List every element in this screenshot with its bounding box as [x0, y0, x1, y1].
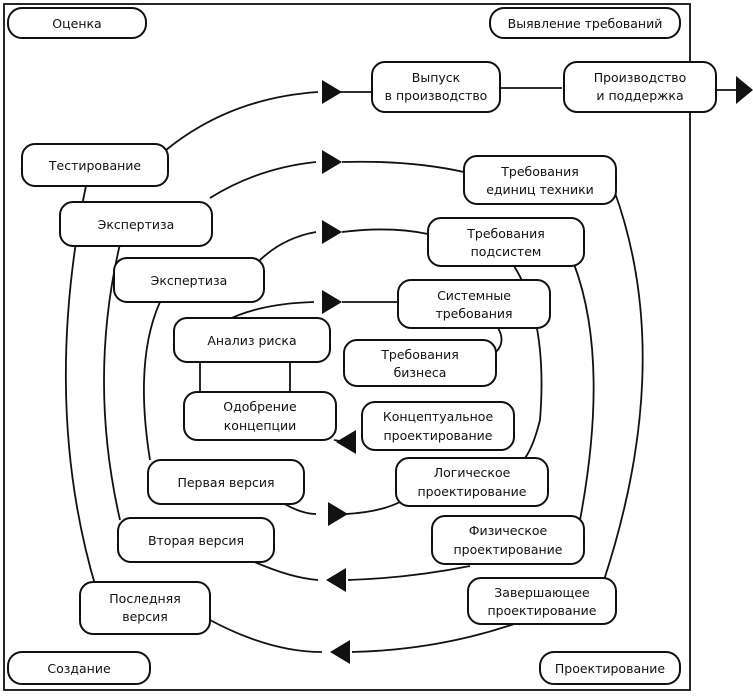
node-production: Производство и поддержка — [563, 61, 717, 113]
loop-2-top-right — [341, 228, 429, 235]
corner-top-left: Оценка — [7, 7, 147, 39]
node-business-requirements: Требования бизнеса — [343, 339, 497, 387]
arrow-loop-3-top — [322, 150, 342, 174]
node-system-requirements: Системные требования — [397, 279, 551, 329]
node-logical-design-line-1: Логическое — [434, 465, 511, 480]
node-concept-approval: Одобрение концепции — [183, 391, 337, 441]
loop-3-right — [573, 263, 595, 521]
node-testing: Тестирование — [21, 143, 169, 187]
loop-3-top — [209, 161, 317, 199]
node-conceptual-design-line-1: Концептуальное — [383, 409, 494, 424]
corner-bottom-left-label: Создание — [47, 661, 111, 676]
node-final-design-line-2: проектирование — [488, 603, 597, 618]
diagram-frame — [3, 3, 691, 691]
node-subsystem-requirements-line-2: подсистем — [471, 244, 542, 259]
node-logical-design: Логическое проектирование — [395, 457, 549, 507]
node-second-version: Вторая версия — [117, 517, 275, 563]
node-final-version: Последняя версия — [79, 581, 211, 635]
loop-4-right — [603, 189, 644, 581]
arrow-loop-3-bottom — [326, 568, 346, 592]
node-concept-approval-line-2: концепции — [224, 418, 297, 433]
node-release-line-2: в производство — [385, 88, 488, 103]
node-conceptual-design: Концептуальное проектирование — [361, 401, 515, 451]
node-testing-label: Тестирование — [48, 158, 142, 173]
node-production-line-2: и поддержка — [596, 88, 683, 103]
arrow-loop-1-top — [322, 290, 342, 314]
arrow-loop-1-bottom — [336, 430, 356, 454]
node-logical-design-line-2: проектирование — [418, 484, 527, 499]
node-review-outer: Экспертиза — [59, 201, 213, 247]
loop-2-bottom-right — [345, 501, 401, 515]
corner-top-right-label: Выявление требований — [508, 16, 663, 31]
loop-3-top-right — [341, 160, 465, 173]
arrow-exit-right — [736, 76, 753, 104]
corner-bottom-left: Создание — [7, 651, 151, 685]
node-physical-design: Физическое проектирование — [431, 515, 585, 565]
node-review-inner-label: Экспертиза — [151, 273, 228, 288]
arrow-loop-4-bottom — [330, 640, 350, 664]
node-production-line-1: Производство — [594, 70, 687, 85]
node-first-version: Первая версия — [147, 459, 305, 505]
node-final-design-line-1: Завершающее — [494, 585, 590, 600]
corner-top-right: Выявление требований — [489, 7, 681, 39]
loop-3-bottom — [249, 559, 319, 581]
arrowheads — [322, 76, 753, 664]
node-final-version-line-1: Последняя — [109, 591, 180, 606]
node-system-requirements-line-2: требования — [435, 306, 512, 321]
node-review-outer-label: Экспертиза — [98, 217, 175, 232]
node-subsystem-requirements-line-1: Требования — [466, 226, 544, 241]
corner-top-left-label: Оценка — [52, 16, 101, 31]
loop-4-bottom — [209, 619, 323, 653]
node-business-requirements-line-2: бизнеса — [394, 365, 447, 380]
corner-bottom-right-label: Проектирование — [555, 661, 666, 676]
node-risk-analysis: Анализ риска — [173, 317, 331, 363]
node-risk-analysis-label: Анализ риска — [207, 333, 296, 348]
arrow-loop-2-bottom — [328, 502, 348, 526]
node-second-version-label: Вторая версия — [148, 533, 244, 548]
node-unit-requirements: Требования единиц техники — [463, 155, 617, 205]
node-release-line-1: Выпуск — [412, 70, 461, 85]
loop-4-top — [165, 91, 319, 151]
loop-2-left — [143, 301, 161, 461]
node-review-inner: Экспертиза — [113, 257, 265, 303]
node-final-design: Завершающее проектирование — [467, 577, 617, 625]
node-conceptual-design-line-2: проектирование — [384, 428, 493, 443]
arrow-loop-4-top — [322, 80, 342, 104]
arrow-loop-2-top — [322, 220, 342, 244]
node-business-requirements-line-1: Требования — [380, 347, 458, 362]
corner-bottom-right: Проектирование — [539, 651, 681, 685]
node-release: Выпуск в производство — [371, 61, 501, 113]
loop-4-bottom-right — [351, 621, 521, 653]
node-physical-design-line-2: проектирование — [454, 542, 563, 557]
loop-2-top — [257, 231, 317, 263]
node-system-requirements-line-1: Системные — [437, 288, 511, 303]
node-physical-design-line-1: Физическое — [469, 523, 548, 538]
loop-3-bottom-right — [347, 565, 471, 581]
node-concept-approval-line-1: Одобрение — [223, 399, 297, 414]
node-subsystem-requirements: Требования подсистем — [427, 217, 585, 267]
loop-3-left — [103, 243, 121, 521]
node-unit-requirements-line-1: Требования — [500, 164, 578, 179]
node-first-version-label: Первая версия — [177, 475, 274, 490]
node-unit-requirements-line-2: единиц техники — [486, 182, 594, 197]
node-final-version-line-2: версия — [122, 609, 168, 624]
